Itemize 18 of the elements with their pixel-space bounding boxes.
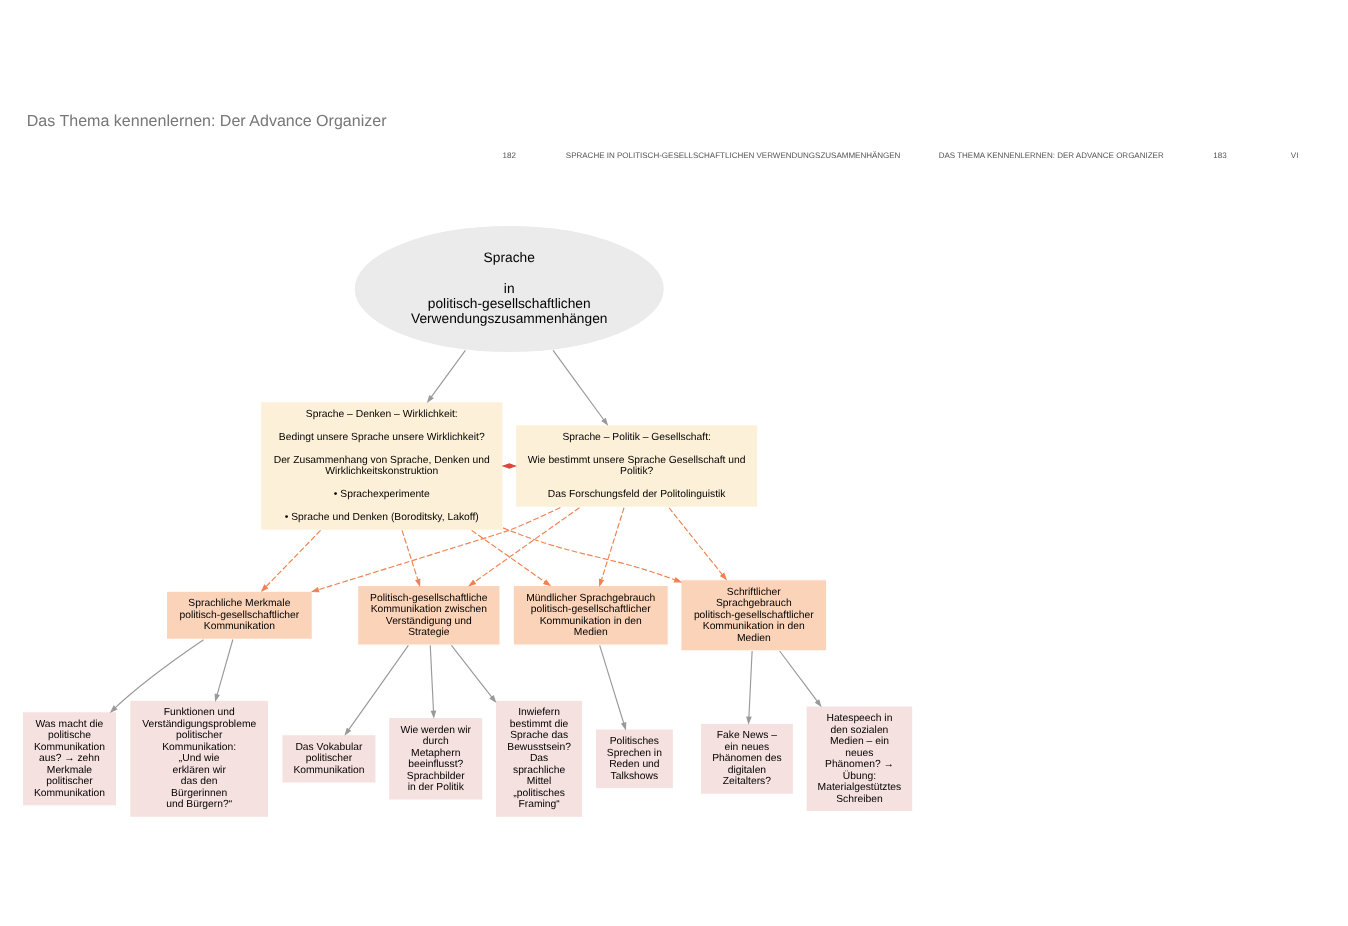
arrow (109, 639, 205, 713)
arrow (471, 529, 552, 587)
arrow (598, 507, 625, 588)
arrow (450, 644, 497, 704)
arrow (502, 527, 683, 583)
arrow (779, 650, 822, 708)
arrow (552, 349, 609, 426)
arrow (214, 638, 234, 702)
arrow (746, 650, 753, 725)
arrow (401, 529, 421, 587)
arrow (310, 506, 561, 593)
arrow (260, 529, 322, 593)
arrow (468, 507, 580, 587)
arrow (599, 644, 627, 731)
arrow (668, 507, 728, 581)
arrow (429, 644, 437, 719)
arrow (426, 349, 466, 404)
arrow (344, 644, 409, 736)
